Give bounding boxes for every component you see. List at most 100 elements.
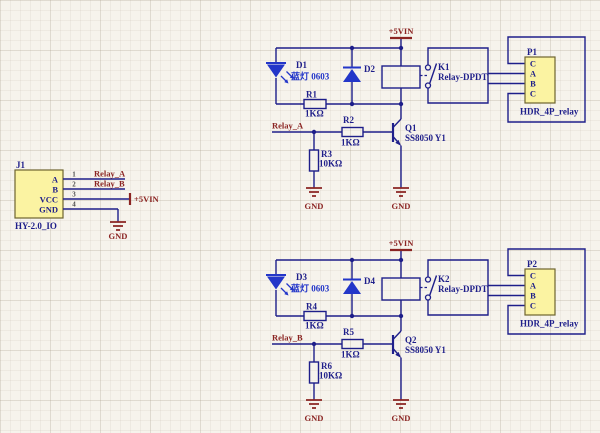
transistor-comment: SS8050 Y1 (405, 133, 446, 143)
relay-designator: K2 (438, 274, 450, 284)
j1-pin-name-b: B (52, 185, 58, 195)
circuit-a-junctions (311, 45, 404, 135)
power-label: +5VIN (389, 238, 415, 248)
gnd-port-r6-b[interactable]: GND (305, 399, 324, 423)
connector-j1[interactable]: J1 HY-2.0_IO A B VCC GND 1 2 3 4 (14, 160, 76, 231)
circuit-b-output-wires[interactable] (488, 248, 586, 335)
net-label-relay-b[interactable]: Relay_B (272, 333, 303, 343)
gnd-label: GND (392, 201, 411, 211)
gnd-label: GND (392, 413, 411, 423)
resistor-r5[interactable]: R5 1KΩ (341, 327, 364, 360)
p1-body (524, 56, 556, 104)
gnd-label: GND (305, 201, 324, 211)
led-arrowhead-2 (289, 286, 294, 291)
resistor-r3[interactable]: R3 10KΩ (308, 149, 343, 172)
transistor-q2[interactable]: Q2 SS8050 Y1 (391, 330, 446, 358)
j1-pin-number-4: 4 (72, 201, 76, 209)
power-port-5vin-b[interactable]: +5VIN (389, 238, 415, 252)
resistor-designator: R6 (321, 361, 332, 371)
led-triangle (267, 64, 285, 78)
gnd-port-r3-a[interactable]: GND (305, 187, 324, 211)
transistor-q1[interactable]: Q1 SS8050 Y1 (391, 118, 446, 146)
led-designator: D3 (296, 272, 307, 282)
j1-pin-number-3: 3 (72, 191, 76, 199)
led-emission-arrows (280, 283, 292, 294)
diode-d2[interactable]: D2 (343, 64, 375, 82)
resistor-body (341, 338, 364, 350)
gnd-port-q1-a[interactable]: GND (392, 187, 411, 211)
connector-p1[interactable]: P1 C A B C HDR_4P_relay (520, 47, 579, 117)
circuit-b-junctions (311, 257, 404, 347)
junction-dot (398, 45, 404, 51)
resistor-designator: R2 (343, 115, 354, 125)
connector-p2[interactable]: P2 C A B C HDR_4P_relay (520, 259, 579, 329)
diode-designator: D4 (364, 276, 375, 286)
led-d1[interactable]: D1 蓝灯 0603 (266, 60, 330, 84)
p1-pin-c2: C (530, 89, 536, 99)
junction-dot (349, 257, 355, 263)
circuit-a-output-wires[interactable] (488, 36, 586, 123)
resistor-body (303, 310, 327, 322)
circuit-a-wires[interactable] (272, 38, 402, 188)
relay-k2[interactable]: K2 Relay-DPDT (381, 259, 489, 316)
relay-designator: K1 (438, 62, 450, 72)
led-d3[interactable]: D3 蓝灯 0603 (266, 272, 330, 296)
power-port-5vin-a[interactable]: +5VIN (389, 26, 415, 40)
relay-comment: Relay-DPDT (438, 72, 488, 82)
led-designator: D1 (296, 60, 307, 70)
resistor-body (303, 98, 327, 110)
gnd-symbol (306, 187, 322, 197)
relay-comment: Relay-DPDT (438, 284, 488, 294)
junction-dot (311, 129, 317, 135)
p2-pin-c1: C (530, 271, 536, 281)
p2-part-label: HDR_4P_relay (520, 319, 579, 329)
j1-pin-wires[interactable] (63, 178, 130, 222)
gnd-label: GND (305, 413, 324, 423)
gnd-port-j1[interactable]: GND (109, 221, 128, 241)
junction-dot (311, 341, 317, 347)
junction-dot (349, 313, 355, 319)
net-label-relay-b-j1[interactable]: Relay_B (94, 179, 125, 189)
p2-pin-a: A (530, 281, 537, 291)
transistor-designator: Q2 (405, 335, 417, 345)
p1-pin-b: B (530, 79, 536, 89)
resistor-r4[interactable]: R4 1KΩ (303, 302, 327, 331)
power-label: +5VIN (389, 26, 415, 36)
resistor-designator: R5 (343, 327, 354, 337)
transistor-designator: Q1 (405, 123, 417, 133)
resistor-value: 1KΩ (305, 109, 324, 119)
net-label-relay-a[interactable]: Relay_A (272, 121, 304, 131)
power-port-5vin-j1[interactable]: +5VIN (128, 193, 160, 205)
resistor-value: 1KΩ (305, 321, 324, 331)
p1-part-label: HDR_4P_relay (520, 107, 579, 117)
p2-pin-c2: C (530, 301, 536, 311)
circuit-b-wires[interactable] (272, 250, 402, 400)
resistor-r6[interactable]: R6 10KΩ (308, 361, 343, 384)
resistor-value: 1KΩ (341, 138, 360, 148)
junction-dot (349, 101, 355, 107)
diode-d4[interactable]: D4 (343, 276, 375, 294)
resistor-r2[interactable]: R2 1KΩ (341, 115, 364, 148)
j1-wiring[interactable]: Relay_A Relay_B +5VIN GND (63, 169, 160, 242)
transistor-comment: SS8050 Y1 (405, 345, 446, 355)
gnd-symbol (393, 187, 409, 197)
j1-pin-name-a: A (52, 175, 59, 185)
transistor-emitter-arrow (395, 351, 401, 358)
junction-dot (398, 101, 404, 107)
relay-contact-bottom (424, 294, 432, 301)
resistor-r1[interactable]: R1 1KΩ (303, 90, 327, 119)
net-label-relay-a-j1[interactable]: Relay_A (94, 169, 126, 179)
j1-designator: J1 (16, 160, 26, 170)
p1-designator: P1 (527, 47, 537, 57)
gnd-port-q2-b[interactable]: GND (392, 399, 411, 423)
resistor-designator: R1 (306, 90, 317, 100)
led-triangle (267, 276, 285, 290)
gnd-symbol (110, 221, 126, 231)
power-label: +5VIN (134, 194, 160, 204)
transistor-collector (392, 118, 402, 128)
relay-k1[interactable]: K1 Relay-DPDT (381, 47, 489, 104)
junction-dot (398, 313, 404, 319)
j1-pin-number-2: 2 (72, 181, 76, 189)
resistor-designator: R3 (321, 149, 332, 159)
